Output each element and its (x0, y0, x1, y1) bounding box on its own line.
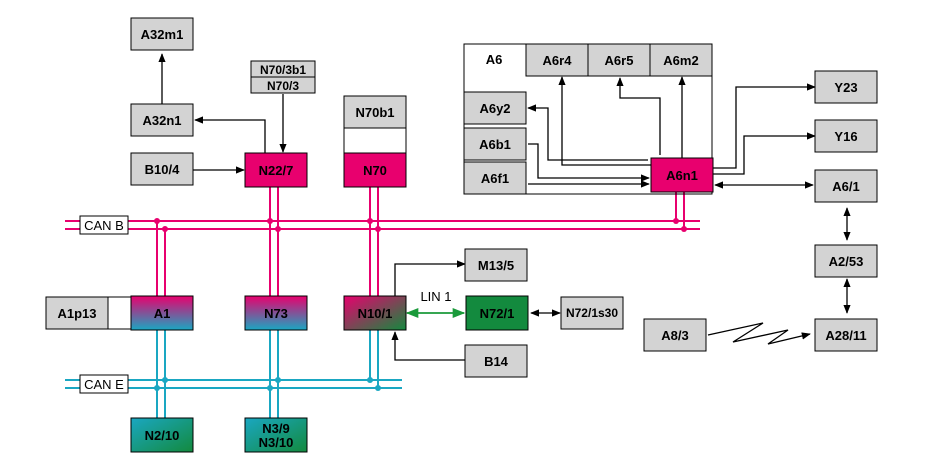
can-b-label: CAN B (79, 215, 129, 235)
node-n3-9-n3-10: N3/9 N3/10 (244, 417, 308, 453)
node-n70-3: N70/3 (250, 76, 316, 94)
svg-text:CAN E: CAN E (84, 377, 124, 392)
svg-text:N70/3b1: N70/3b1 (260, 63, 306, 77)
svg-text:Y16: Y16 (834, 129, 857, 144)
can-b-drops (156, 181, 685, 296)
node-n70: N70 (343, 152, 407, 188)
svg-text:N10/1: N10/1 (358, 306, 393, 321)
svg-text:B10/4: B10/4 (145, 162, 180, 177)
svg-text:A28/11: A28/11 (825, 328, 866, 343)
node-n2-10: N2/10 (130, 417, 194, 453)
node-n72-1: N72/1 (465, 295, 529, 331)
svg-text:A1: A1 (154, 306, 171, 321)
can-b-bus (65, 220, 700, 230)
a1-frame (107, 296, 133, 330)
svg-text:N3/10: N3/10 (259, 435, 294, 450)
signal-lines (109, 53, 851, 361)
svg-text:A6/1: A6/1 (832, 179, 859, 194)
node-a6r4: A6r4 (525, 43, 589, 77)
lin1-link: LIN 1 (405, 289, 466, 319)
svg-text:N22/7: N22/7 (259, 163, 294, 178)
n70-frame (343, 127, 407, 154)
node-m13-5: M13/5 (464, 248, 528, 282)
wireless-link (707, 322, 811, 345)
svg-text:A6m2: A6m2 (663, 53, 698, 68)
can-e-junctions (154, 377, 381, 391)
svg-text:M13/5: M13/5 (478, 258, 514, 273)
node-a1p13: A1p13 (45, 296, 109, 330)
node-a28-11: A28/11 (814, 318, 878, 352)
node-a1: A1 (130, 295, 194, 331)
svg-text:N70: N70 (363, 163, 387, 178)
svg-text:LIN 1: LIN 1 (420, 289, 451, 304)
node-a8-3: A8/3 (643, 318, 707, 352)
svg-text:A6f1: A6f1 (481, 171, 509, 186)
node-a6-1: A6/1 (814, 169, 878, 203)
node-n72-1s30: N72/1s30 (560, 296, 624, 330)
node-y16: Y16 (814, 119, 878, 153)
svg-text:N70/3: N70/3 (267, 79, 299, 93)
node-n10-1: N10/1 (343, 295, 407, 331)
svg-text:A6r5: A6r5 (605, 53, 634, 68)
node-n70b1: N70b1 (343, 95, 407, 129)
can-e-drops (156, 330, 379, 418)
node-y23: Y23 (814, 70, 878, 104)
svg-text:CAN B: CAN B (84, 218, 124, 233)
node-a6n1: A6n1 (650, 157, 714, 193)
node-a6y2: A6y2 (463, 91, 527, 125)
can-b-junctions (154, 218, 687, 232)
can-e-label: CAN E (79, 374, 129, 394)
svg-text:A6r4: A6r4 (543, 53, 573, 68)
svg-text:N3/9: N3/9 (262, 421, 289, 436)
node-a32n1: A32n1 (130, 103, 194, 137)
svg-text:N72/1s30: N72/1s30 (566, 306, 618, 320)
svg-text:A1p13: A1p13 (57, 306, 96, 321)
node-a6b1: A6b1 (463, 127, 527, 161)
svg-text:N73: N73 (264, 306, 288, 321)
node-n22-7: N22/7 (244, 152, 308, 188)
node-a6f1: A6f1 (463, 161, 527, 195)
node-b14: B14 (464, 344, 528, 378)
svg-text:B14: B14 (484, 354, 509, 369)
svg-text:N72/1: N72/1 (480, 306, 515, 321)
svg-text:A32m1: A32m1 (141, 27, 184, 42)
svg-text:A6y2: A6y2 (479, 101, 510, 116)
svg-text:A8/3: A8/3 (661, 328, 688, 343)
node-n73: N73 (244, 295, 308, 331)
svg-text:N70b1: N70b1 (355, 105, 394, 120)
svg-text:N2/10: N2/10 (145, 428, 180, 443)
svg-text:A6b1: A6b1 (479, 137, 511, 152)
node-a2-53: A2/53 (814, 244, 878, 278)
node-b10-4: B10/4 (130, 152, 194, 186)
node-a6r5: A6r5 (587, 43, 651, 77)
a6-label: A6 (486, 52, 503, 67)
svg-text:A6n1: A6n1 (666, 168, 698, 183)
node-a6m2: A6m2 (649, 43, 713, 77)
svg-text:A32n1: A32n1 (142, 113, 181, 128)
node-n70-3b1: N70/3b1 (250, 60, 316, 78)
svg-text:Y23: Y23 (834, 80, 857, 95)
can-e-bus (65, 379, 402, 389)
node-a32m1: A32m1 (130, 17, 194, 51)
svg-text:A2/53: A2/53 (829, 254, 864, 269)
